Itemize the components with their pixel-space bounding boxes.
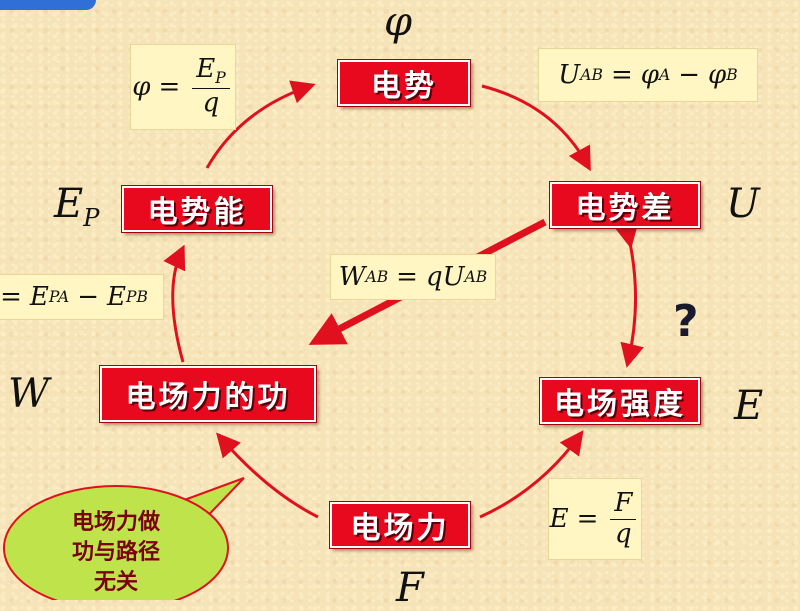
note-line-2: 功与路径 <box>71 540 160 565</box>
arrow-energy-to-potential <box>205 80 316 169</box>
node-field-force: 电场力 <box>330 502 470 548</box>
note-line-3: 无关 <box>93 570 138 595</box>
node-potential: 电势 <box>338 60 470 106</box>
unknown-relation-mark: ? <box>673 296 699 347</box>
symbol-f: F <box>396 565 424 611</box>
symbol-e: E <box>734 383 764 429</box>
corner-tab <box>0 0 96 10</box>
node-potential-difference: 电势差 <box>550 182 700 228</box>
bubble-shape <box>3 485 229 600</box>
node-field-strength: 电场强度 <box>540 378 700 424</box>
arrow-force-to-work <box>216 432 319 519</box>
arrow-difference-strength <box>614 222 644 368</box>
node-field-work: 电场力的功 <box>100 366 316 422</box>
symbol-phi: φ <box>384 0 413 45</box>
symbol-ep: EP <box>54 181 100 232</box>
arrow-potential-to-difference <box>481 84 591 172</box>
path-independence-note: 电场力做 功与路径 无关 <box>12 508 220 598</box>
note-line-1: 电场力做 <box>71 510 160 535</box>
symbol-w: W <box>8 371 50 417</box>
arrow-work-to-energy <box>163 244 186 363</box>
node-potential-energy: 电势能 <box>122 186 272 232</box>
symbol-u: U <box>726 181 760 227</box>
arrow-force-to-strength <box>479 430 584 519</box>
